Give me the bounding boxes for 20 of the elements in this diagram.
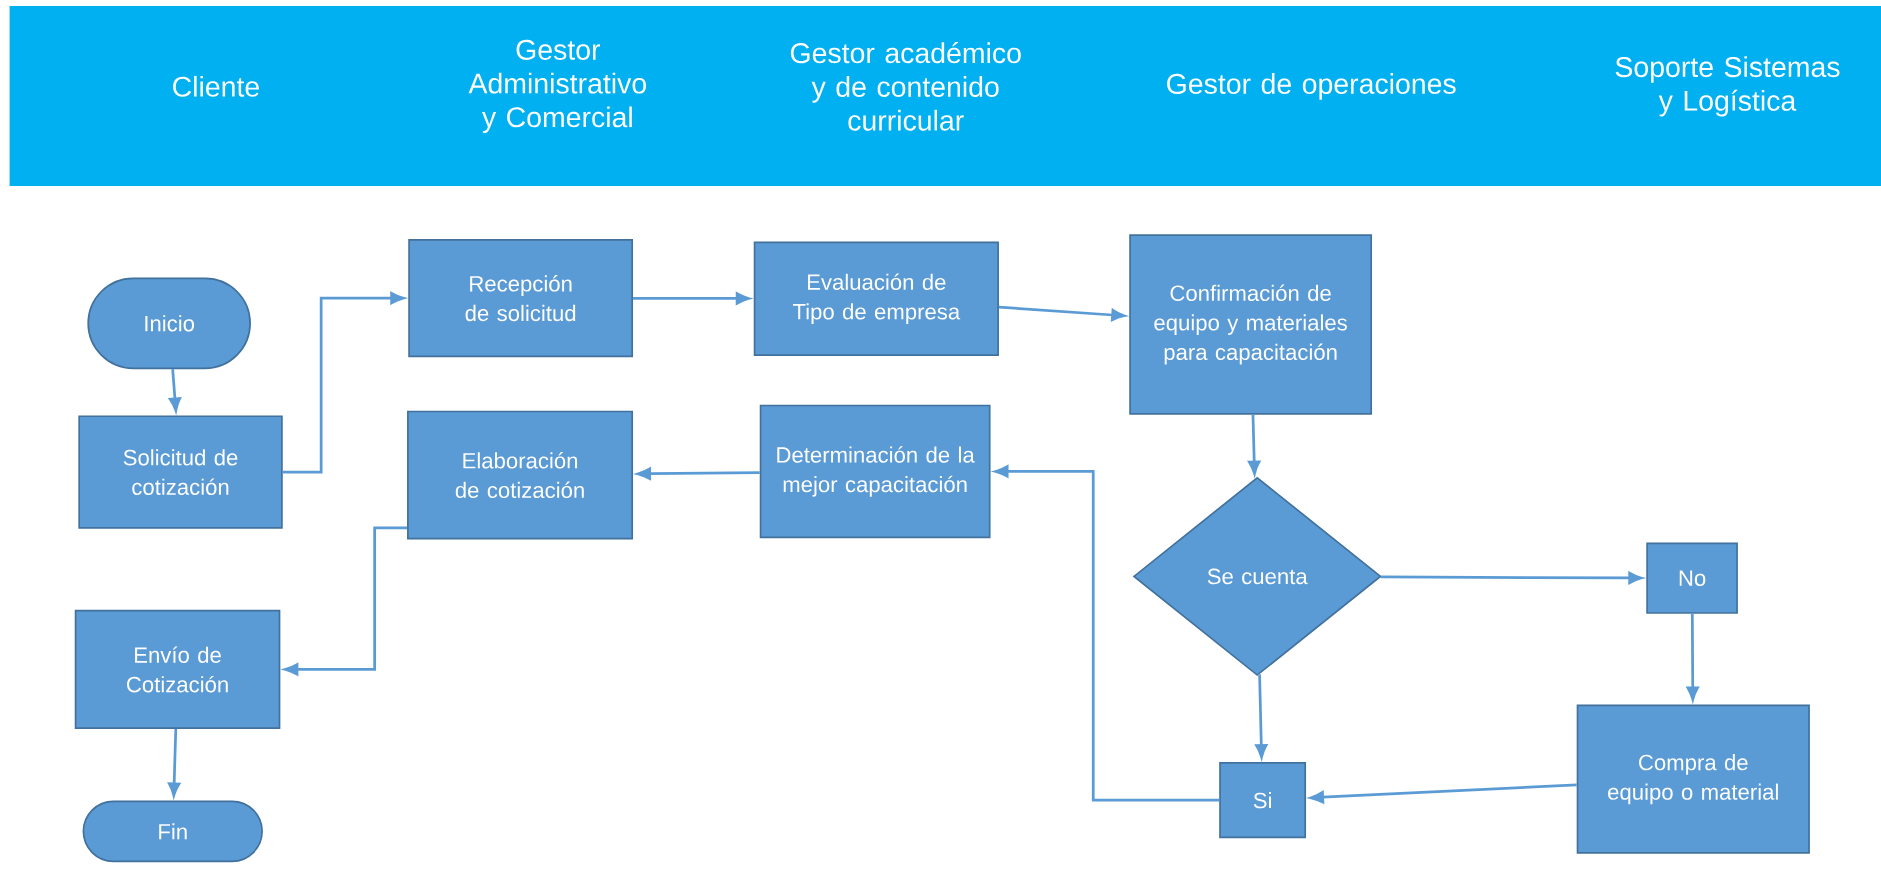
process-box: Elaboración de cotización (407, 410, 634, 540)
process-box: Envío de Cotización (74, 609, 281, 730)
process-box: Confirmación de equipo y materiales para capacitación (1129, 234, 1373, 415)
lane-header: Soporte Sistemas y Logística (1615, 56, 1840, 117)
arrow (168, 369, 182, 412)
lane-header: Cliente (173, 75, 259, 97)
process-box: Si (1219, 762, 1307, 839)
process-box: Compra de equipo o material (1576, 704, 1810, 854)
arrow (282, 292, 405, 474)
lane-header: Gestor de operaciones (1167, 73, 1456, 100)
process-box: Determinación de la mejor capacitación (759, 404, 991, 539)
process-box: Evaluación de Tipo de empresa (753, 241, 999, 356)
arrow (1381, 571, 1643, 585)
process-box: Recepción de solicitud (408, 239, 634, 358)
process-box: Solicitud de cotización (78, 415, 283, 529)
process-box: No (1646, 542, 1738, 614)
lane-header: Gestor académico y de contenido curricular (790, 42, 1021, 131)
lane-header: Gestor Administrativo y Comercial (468, 39, 646, 134)
arrow (1686, 613, 1699, 701)
arrow (998, 305, 1126, 322)
